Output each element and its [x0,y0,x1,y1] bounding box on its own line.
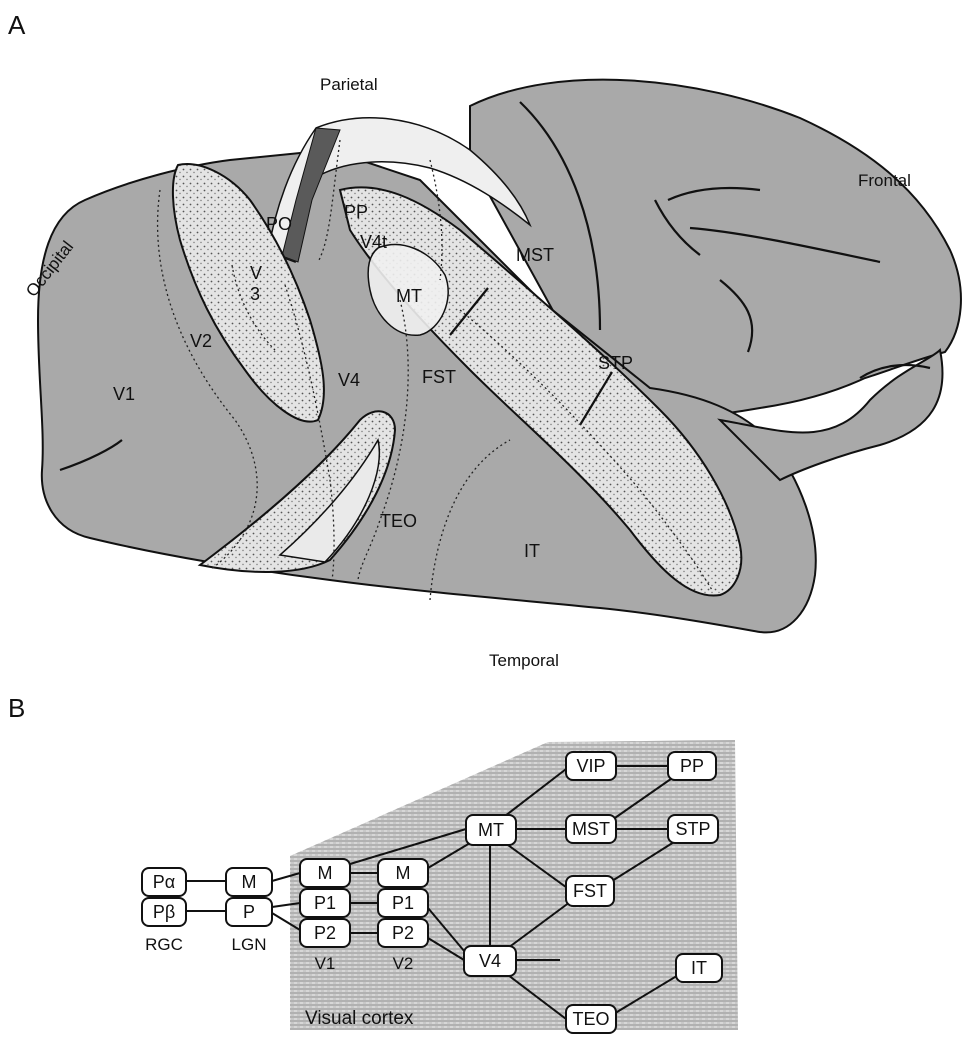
node-it: IT [676,954,722,982]
area-label-v2: V2 [190,331,212,351]
node-v1-p2: P2 [300,919,350,947]
area-label-mst: MST [516,245,554,265]
node-v1-m: M [300,859,350,887]
node-v1-p1: P1 [300,889,350,917]
cortex-background [290,740,738,1030]
area-label-stp: STP [598,353,633,373]
node-vip: VIP [566,752,616,780]
node-lgn-m: M [226,868,272,896]
node-label: STP [675,819,710,839]
visual-cortex-label: Visual cortex [305,1008,414,1029]
node-v2-p2: P2 [378,919,428,947]
node-label: P [243,902,255,922]
node-pbeta: Pβ [142,898,186,926]
node-label: IT [691,958,707,978]
node-mst: MST [566,815,616,843]
temporal-label: Temporal [489,651,559,670]
node-label: Pβ [153,902,175,922]
node-palpha: Pα [142,868,186,896]
area-label-mt: MT [396,286,422,306]
node-v4: V4 [464,946,516,976]
parietal-label: Parietal [320,75,378,94]
area-label-po: PO [266,214,292,234]
node-label: P2 [392,923,414,943]
node-label: Pα [153,872,175,892]
node-label: P2 [314,923,336,943]
node-teo: TEO [566,1005,616,1033]
node-label: VIP [576,756,605,776]
node-v2-p1: P1 [378,889,428,917]
node-label: MST [572,819,610,839]
area-label-v4t: V4t [360,232,387,252]
node-label: PP [680,756,704,776]
area-label-it: IT [524,541,540,561]
node-mt: MT [466,815,516,845]
node-label: P1 [392,893,414,913]
stage-label-v1: V1 [315,954,336,973]
node-lgn-p: P [226,898,272,926]
node-fst: FST [566,876,614,906]
area-label-fst: FST [422,367,456,387]
area-label-v4: V4 [338,370,360,390]
area-label-pp: PP [344,202,368,222]
node-pp: PP [668,752,716,780]
node-label: TEO [572,1009,609,1029]
area-label-teo: TEO [380,511,417,531]
node-label: M [396,863,411,883]
area-label-v3-b: 3 [250,284,260,304]
node-label: MT [478,820,504,840]
stage-label-v2: V2 [393,954,414,973]
area-label-v3-a: V [250,263,262,283]
node-stp: STP [668,815,718,843]
node-label: FST [573,881,607,901]
stage-label-rgc: RGC [145,935,183,954]
node-label: M [242,872,257,892]
node-label: M [318,863,333,883]
brain-illustration [38,80,961,633]
stage-label-lgn: LGN [232,935,267,954]
node-v2-m: M [378,859,428,887]
area-label-v1: V1 [113,384,135,404]
node-label: P1 [314,893,336,913]
frontal-label: Frontal [858,171,911,190]
node-label: V4 [479,951,501,971]
